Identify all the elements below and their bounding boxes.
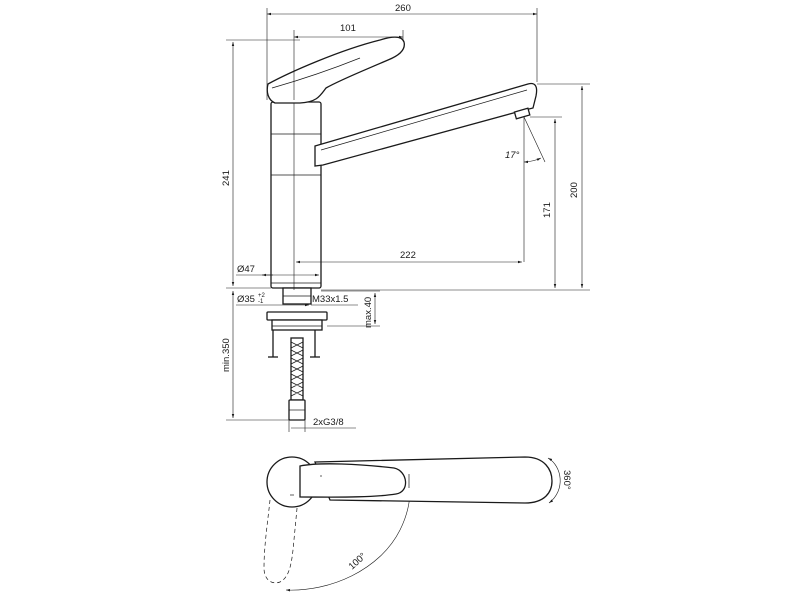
label-hole-diameter: Ø35 xyxy=(237,294,255,305)
label-outlet-height: 171 xyxy=(542,202,553,218)
spout-inner-line xyxy=(320,89,528,151)
label-total-height: 241 xyxy=(221,170,232,186)
handle-top xyxy=(299,463,407,498)
spout-aerator xyxy=(513,107,531,120)
mounting-plate xyxy=(271,319,323,331)
faucet-handle xyxy=(266,36,405,104)
dimension-lines: 260 101 241 200 171 17° 222 Ø47 xyxy=(221,3,590,432)
label-hole-tolerance-plus: +2 xyxy=(258,293,266,299)
faucet-body xyxy=(270,101,322,289)
label-thread: M33x1.5 xyxy=(312,294,348,305)
label-max-deck: max.40 xyxy=(363,297,374,328)
faucet-top-view: 100° 360° xyxy=(263,456,572,592)
label-hole-tolerance-minus: -1 xyxy=(258,299,264,305)
label-body-diameter: Ø47 xyxy=(237,264,255,275)
label-min-hose: min.350 xyxy=(221,338,232,372)
label-overall-width: 260 xyxy=(395,3,411,14)
label-handle-length: 101 xyxy=(340,23,356,34)
hose-braid xyxy=(290,341,304,397)
label-spout-reach: 222 xyxy=(400,250,416,261)
mounting-nut xyxy=(266,311,328,321)
label-swivel-angle: 360° xyxy=(561,470,572,490)
dim-spout-angle-arc xyxy=(523,157,542,164)
swivel-arc xyxy=(547,457,561,504)
label-handle-rotation: 100° xyxy=(347,551,369,572)
label-connections: 2xG3/8 xyxy=(313,417,344,428)
handle-crease xyxy=(271,57,361,89)
faucet-side-view xyxy=(266,36,538,421)
label-spout-height: 200 xyxy=(569,182,580,198)
handle-rotated-dashed xyxy=(263,497,299,584)
faucet-spout xyxy=(314,82,538,167)
label-spout-angle: 17° xyxy=(505,150,520,161)
